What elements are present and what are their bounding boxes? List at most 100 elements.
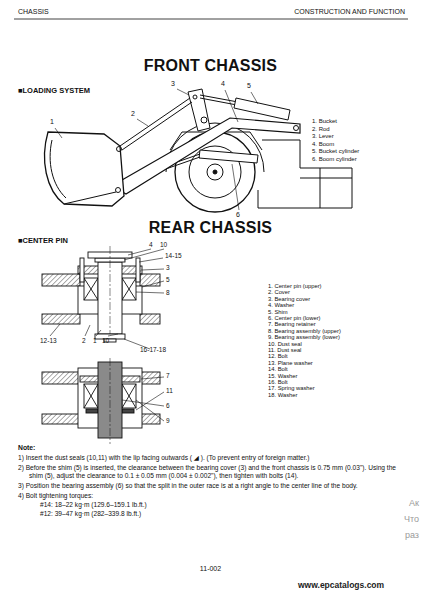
part-name: 2. Rod [312, 126, 330, 133]
leader-lines [124, 249, 164, 260]
bucket-cylinder [200, 98, 237, 105]
callout-number: 2 [82, 337, 86, 345]
bearing-assembly-lower [84, 384, 98, 408]
part-name: 14. Bolt [268, 366, 288, 373]
subsection-heading: ■LOADING SYSTEM [18, 86, 90, 95]
bolts [80, 258, 84, 282]
bearing-assembly-lower [122, 384, 136, 408]
note-text: 3) Position the bearing assembly (6) so … [18, 482, 409, 490]
bucket [50, 140, 66, 198]
bearing-assembly [122, 278, 136, 300]
bucket-cylinder [234, 98, 290, 120]
leader-lines [55, 89, 258, 210]
bearing-assembly [122, 278, 136, 300]
frame-plates [42, 372, 80, 384]
wheel [207, 164, 223, 180]
part-name: 18. Washer [268, 392, 297, 399]
note-heading: Note: [18, 444, 35, 452]
bucket-cylinder [200, 95, 290, 120]
part-name: 17. Spring washer [268, 385, 315, 392]
frame-plates [42, 274, 80, 286]
rod [120, 98, 192, 150]
part-name: 11. Dust seal [268, 347, 301, 354]
running-header: CONSTRUCTION AND FUNCTION [294, 8, 405, 16]
leader-lines [136, 392, 164, 410]
bearing-assembly [84, 278, 98, 300]
center-pin-upper-section [42, 246, 164, 349]
part-name: 1. Bucket [312, 118, 337, 125]
leader-lines [232, 164, 239, 210]
wheel [213, 170, 217, 174]
header-rule [14, 19, 408, 20]
leader-lines [122, 377, 164, 421]
leader-lines [85, 325, 90, 336]
frame-plates [140, 274, 160, 286]
leader-lines [137, 119, 148, 126]
callout-number: 5 [247, 82, 251, 90]
callout-number: 10 [160, 241, 167, 249]
callout-number: 5 [166, 276, 170, 284]
loader-drawing [45, 89, 352, 212]
callout-number: 9 [166, 417, 170, 425]
part-name: 3. Lever [312, 133, 334, 140]
dust-seals [122, 409, 134, 413]
lever [193, 95, 197, 99]
header-rule [14, 19, 408, 20]
page-number: 11-002 [200, 565, 221, 573]
callout-number: 1 [50, 118, 54, 126]
frame-plates [140, 314, 160, 324]
leader-lines [96, 330, 101, 336]
watermark: раз [405, 530, 419, 541]
bearing-assembly [84, 278, 98, 300]
leader-lines [50, 249, 164, 349]
bucket [45, 132, 124, 206]
part-name: 13. Plane washer [268, 360, 313, 367]
leader-lines [251, 92, 258, 104]
callout-number: 1 [93, 337, 97, 345]
lever [188, 89, 210, 131]
callout-number: 7 [166, 372, 170, 380]
callout-number: 16-17-18 [140, 346, 166, 354]
callout-number: 6 [236, 211, 240, 219]
part-name: 1. Center pin (upper) [268, 283, 322, 290]
leader-lines [142, 281, 164, 287]
frame-plates [42, 414, 80, 424]
callout-number: 11 [166, 387, 173, 395]
callout-number: 14-15 [165, 252, 182, 260]
bucket [117, 147, 122, 152]
lever [201, 117, 207, 123]
leader-lines [139, 258, 163, 262]
part-name: 5. Bucket cylinder [312, 148, 359, 155]
part-name: 7. Bearing retainer [268, 321, 316, 328]
running-header: CHASSIS [18, 8, 49, 16]
callout-number: 6 [166, 402, 170, 410]
bucket [45, 132, 124, 206]
rear-frame [300, 178, 352, 179]
watermark: Что [404, 514, 419, 525]
dust-seals [86, 409, 98, 413]
note-text: 1) Insert the dust seals (10,11) with th… [18, 454, 409, 462]
rod [122, 102, 192, 150]
boom-cylinder [199, 150, 258, 163]
subsection-heading: ■CENTER PIN [18, 236, 68, 245]
leader-lines [177, 89, 189, 95]
leader-lines [136, 400, 164, 421]
torque-value: #14: 18–22 kg·m (129.6–159.1 lb.ft.) [40, 501, 390, 509]
watermark: Ак [409, 498, 419, 509]
bolts [95, 334, 125, 339]
leader-lines [225, 90, 238, 122]
leader-lines [142, 269, 164, 270]
lever [188, 89, 210, 131]
torque-value: #12: 39–47 kg·m (282–339.8 lb.ft.) [40, 510, 390, 518]
part-name: 2. Cover [268, 289, 290, 296]
boom [294, 126, 299, 131]
part-name: 5. Shim [268, 309, 288, 316]
part-name: 6. Boom cylinder [312, 156, 357, 163]
bearing-assembly-lower [122, 384, 136, 408]
center-line [110, 246, 111, 334]
part-name: 3. Bearing cover [268, 296, 310, 303]
bucket [64, 192, 116, 204]
part-name: 6. Center pin (lower) [268, 315, 321, 322]
part-name: 15. Washer [268, 373, 297, 380]
callout-number: 3 [171, 80, 175, 88]
